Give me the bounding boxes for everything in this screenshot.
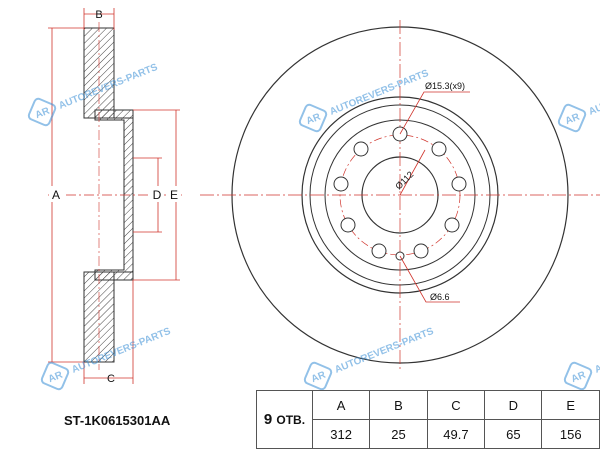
watermark-logo: AR [305,111,323,127]
spec-value: 156 [541,419,600,449]
small-hole-note: Ø6.6 [430,292,450,302]
spec-value: 25 [369,419,428,449]
spec-value-row: 312 25 49.7 65 156 [257,419,600,449]
dim-label-d: D [153,188,162,202]
spec-value: 49.7 [426,419,486,449]
bolt-hole [444,217,460,233]
spec-header: E [541,390,600,420]
watermark-logo: AR [310,369,328,385]
bolt-hole [333,176,349,192]
watermark-logo: AR [34,105,52,121]
watermark-text: AUTOREVERS-PARTS [593,326,600,376]
bolt-hole-note: Ø15.3(x9) [425,81,465,91]
spec-value: 312 [311,419,371,449]
watermark-logo: AR [47,369,65,385]
front-view: Ø15.3(x9) Ø112 Ø6.6 [200,20,600,370]
watermark-text: AUTOREVERS-PARTS [333,326,435,376]
holes-label: ОТВ. [276,413,306,427]
bolt-hole [340,217,356,233]
watermark: AR AUTOREVERS-PARTS [557,68,600,133]
watermark-text: AUTOREVERS-PARTS [328,68,430,118]
spec-header: C [426,390,486,420]
part-number: ST-1K0615301AA [64,413,171,428]
holes-count: 9 [263,411,273,428]
dim-label-a: A [52,188,60,202]
side-view: B A D E C [48,8,182,385]
spec-header: D [484,390,543,420]
holes-cell: 9 ОТВ. [256,390,313,449]
watermark-logo: AR [564,111,582,127]
watermark-logo: AR [570,369,588,385]
dim-label-e: E [170,188,178,202]
bolt-hole [431,141,447,157]
bolt-hole [353,141,369,157]
spec-header-row: 9 ОТВ. A B C D E [256,390,600,449]
spec-table: 9 ОТВ. A B C D E 312 25 49.7 65 156 [256,390,600,449]
dim-label-c: C [107,373,115,385]
spec-value: 65 [484,419,543,449]
watermark: AR AUTOREVERS-PARTS [303,326,436,391]
bolt-hole [413,243,429,259]
bolt-hole [451,176,467,192]
bolt-hole [371,243,387,259]
spec-header: A [311,390,371,420]
watermark-text: AUTOREVERS-PARTS [587,68,600,118]
dim-label-b: B [95,9,102,21]
spec-header: B [369,390,428,420]
watermark: AR AUTOREVERS-PARTS [563,326,600,391]
